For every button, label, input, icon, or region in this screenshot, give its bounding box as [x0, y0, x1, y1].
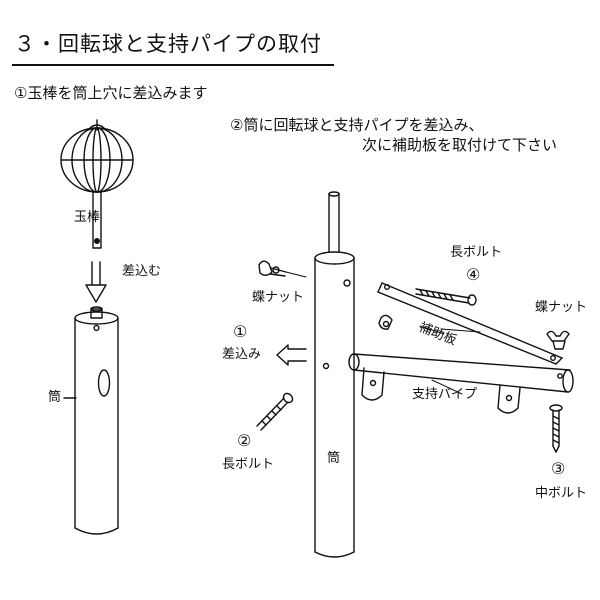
leader-lines — [285, 271, 481, 395]
page-title: ３・回転球と支持パイプの取付 — [14, 32, 322, 56]
ball-rod — [92, 191, 102, 249]
label-sashikomi: 差込み — [222, 347, 262, 362]
label-shiji-pipe: 支持パイプ — [412, 387, 478, 402]
title-underline — [12, 64, 334, 66]
step2-instruction-line1: ②筒に回転球と支持パイプを差込み、 — [230, 116, 484, 134]
middle-bolt — [549, 404, 563, 453]
insert-arrow-down — [85, 261, 107, 303]
label-cho-nut-right: 蝶ナット — [535, 300, 588, 315]
label-num2: ② — [237, 431, 252, 450]
label-num3: ③ — [551, 459, 566, 478]
leader-hojoban — [419, 325, 445, 335]
label-nagabolt-bottom: 長ボルト — [222, 457, 275, 472]
left-tube — [74, 306, 119, 535]
label-naka-bolt: 中ボルト — [535, 486, 588, 501]
rod-above-tube — [328, 191, 340, 253]
label-num4: ④ — [466, 265, 481, 284]
rotating-ball — [60, 119, 134, 193]
step2-instruction-line2: 次に補助板を取付けて下さい — [362, 136, 558, 154]
label-num1: ① — [233, 322, 248, 341]
brace-plate — [377, 282, 563, 365]
long-bolt-bottom — [256, 392, 294, 431]
insert-arrow-left — [276, 344, 307, 366]
label-sashikomu: 差込む — [122, 264, 162, 279]
label-tsutsu-right: 筒 — [327, 451, 341, 466]
label-nagabolt-top: 長ボルト — [450, 245, 503, 260]
label-tsutsu-left: 筒 — [48, 390, 62, 405]
wing-nut-left — [258, 260, 287, 277]
right-tube — [314, 251, 355, 558]
long-bolt-top — [415, 288, 477, 306]
label-cho-nut-left: 蝶ナット — [252, 290, 305, 305]
wing-nut-right — [546, 330, 570, 350]
wing-nut-center — [378, 314, 393, 330]
support-pipe — [348, 353, 574, 414]
label-tamabou: 玉棒 — [74, 210, 101, 225]
step1-instruction: ①玉棒を筒上穴に差込みます — [14, 84, 208, 102]
